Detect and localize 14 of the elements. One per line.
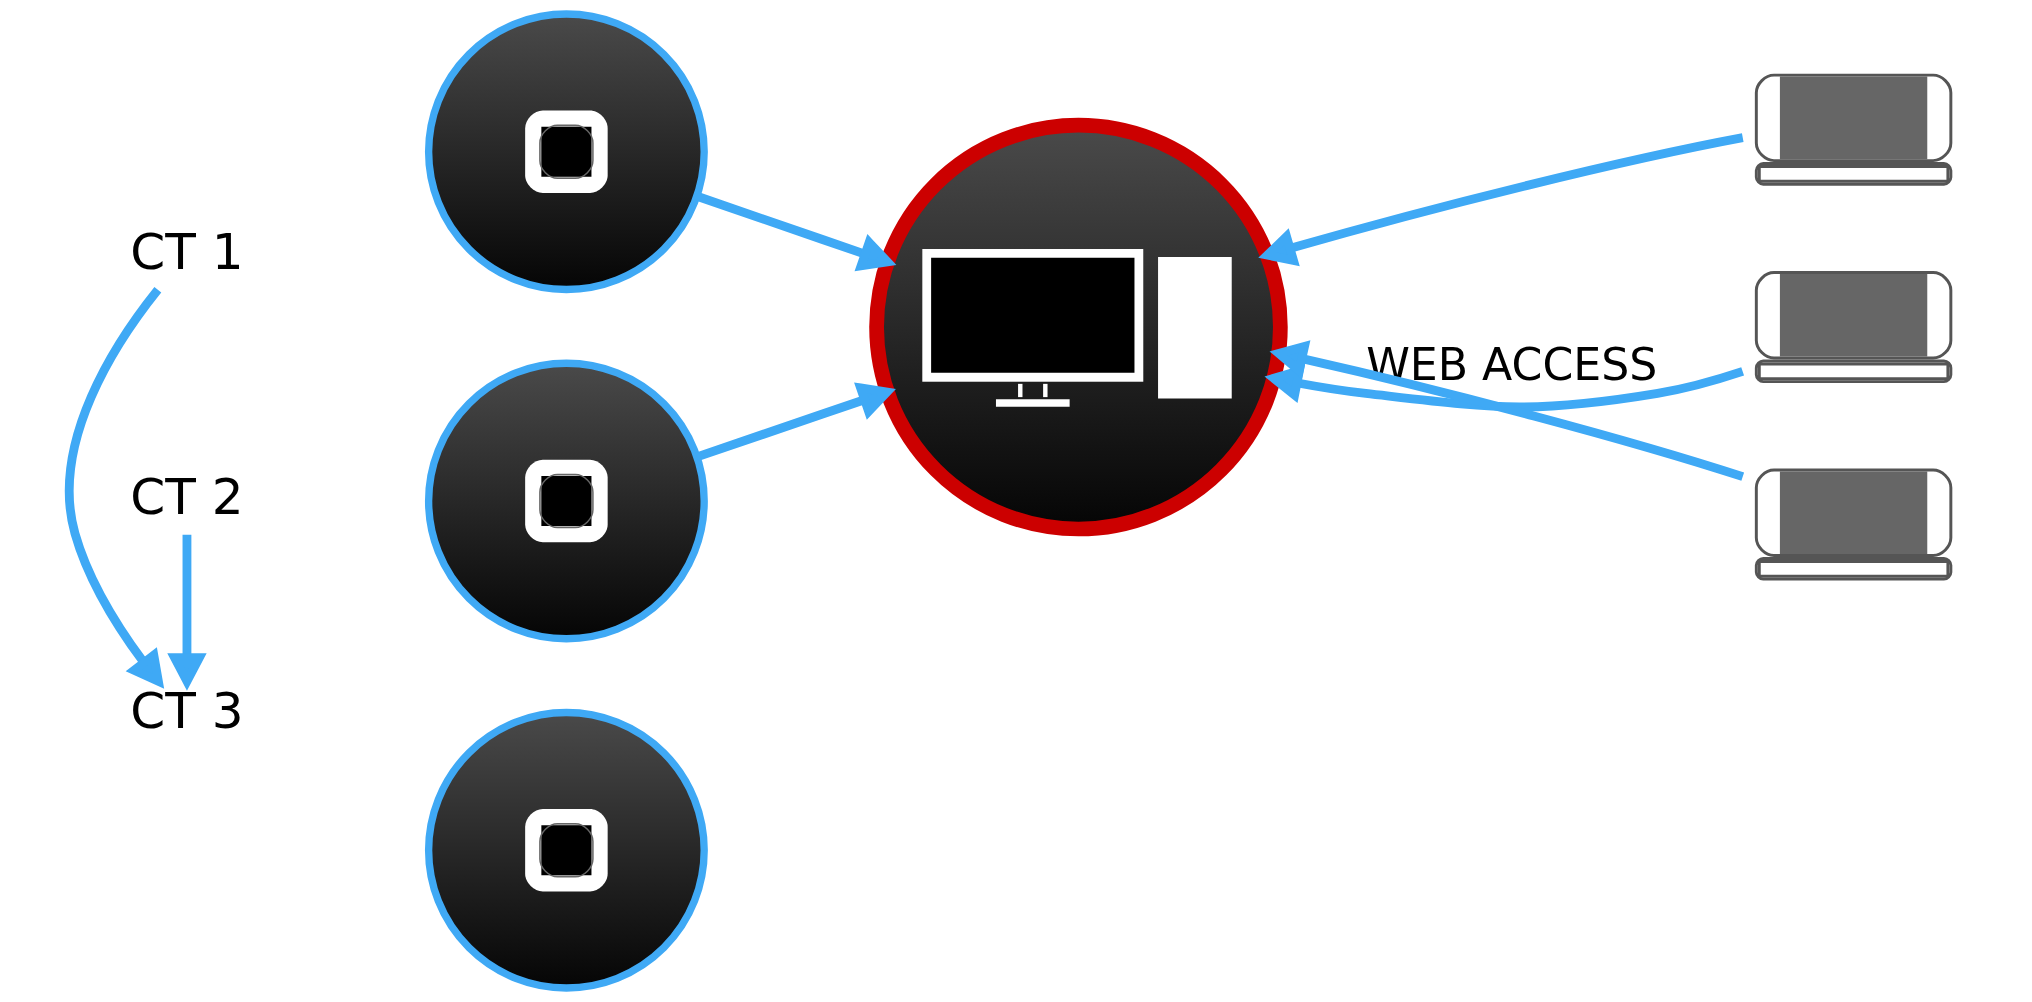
arrow: [1257, 133, 1744, 267]
node-circle: [424, 359, 708, 643]
arrow: [64, 286, 164, 689]
node-text: CT 1: [129, 222, 244, 282]
arrow: [166, 534, 207, 691]
node-text: CT 2: [129, 466, 244, 526]
arrow: [695, 192, 896, 272]
node-text: CT 3: [129, 680, 244, 740]
node-circle: [424, 10, 708, 294]
node-circle: [868, 117, 1288, 537]
arrow: [695, 382, 896, 462]
arrow: [1264, 364, 1744, 412]
arrow: [1269, 340, 1744, 481]
node-circle: [424, 708, 708, 992]
